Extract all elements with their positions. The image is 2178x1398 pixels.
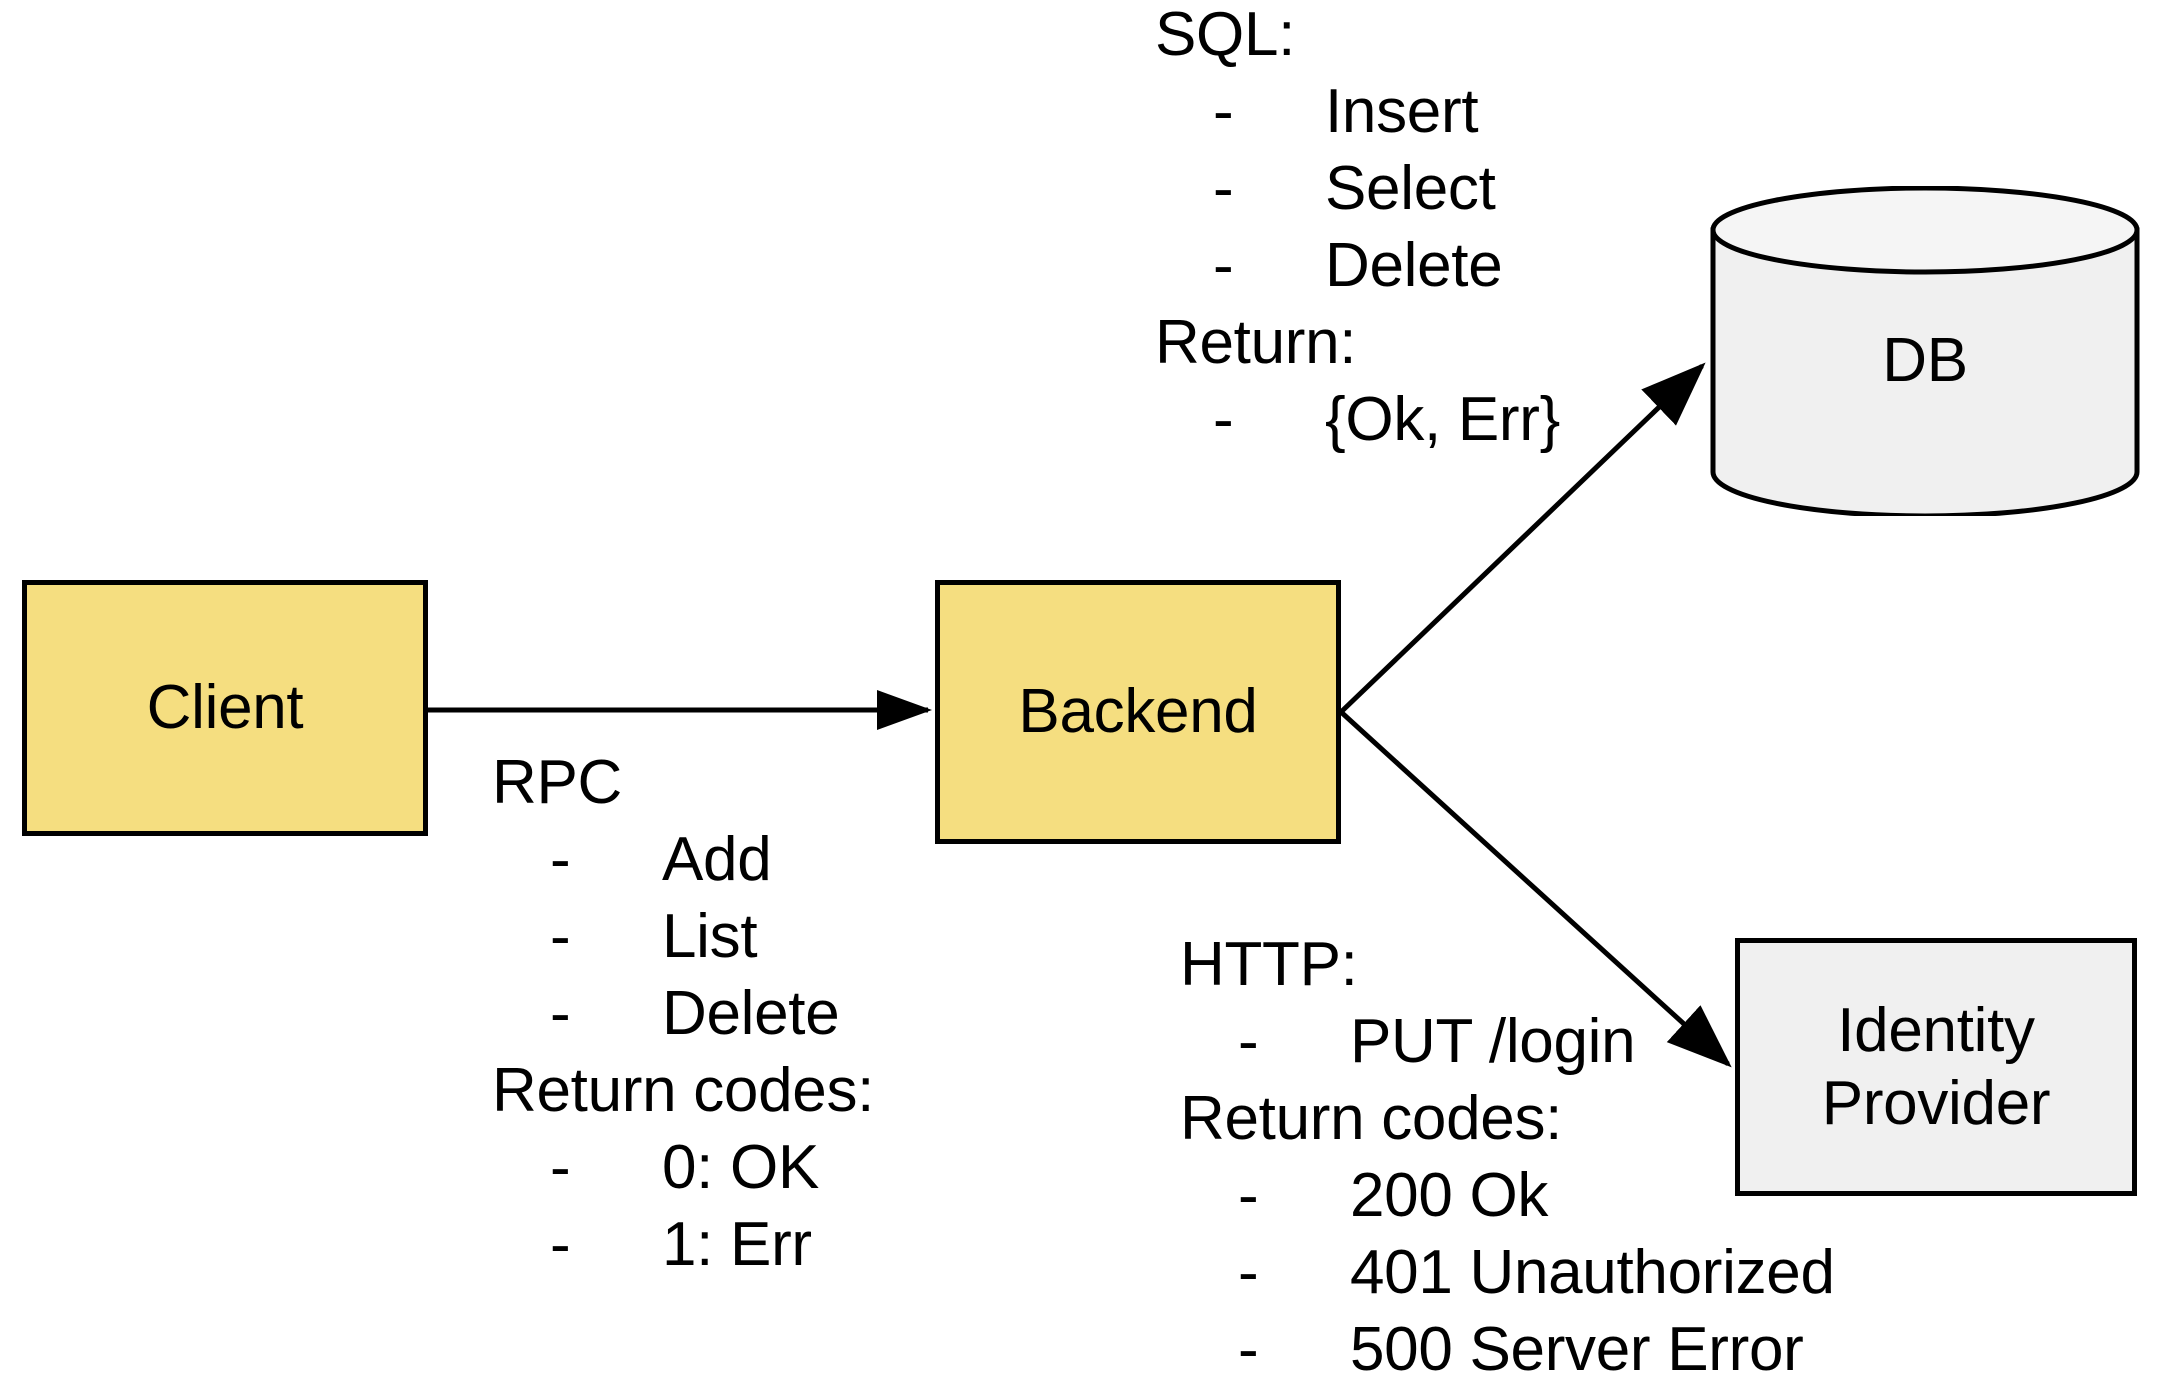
annotation-http-heading: HTTP: [1180, 930, 1358, 999]
node-backend[interactable]: Backend [935, 580, 1341, 844]
annotation-rpc: RPC - Add - List - Delete Return codes: … [492, 744, 874, 1283]
node-client-label: Client [146, 673, 304, 743]
annotation-http-subitem-label: 500 Server Error [1350, 1315, 1804, 1384]
annotation-sql-item: - Select [1155, 150, 1560, 227]
annotation-sql-subitem-label: {Ok, Err} [1325, 385, 1561, 454]
bullet-dash: - [1213, 231, 1234, 300]
bullet-dash: - [1238, 1161, 1259, 1230]
node-db-label-wrap: DB [1708, 186, 2142, 516]
bullet-dash: - [550, 902, 571, 971]
annotation-sql-subitem: - {Ok, Err} [1155, 381, 1560, 458]
annotation-rpc-item: - Delete [492, 975, 874, 1052]
bullet-dash: - [1213, 385, 1234, 454]
node-identity-provider-label: Identity Provider [1821, 994, 2051, 1140]
node-identity-provider[interactable]: Identity Provider [1735, 938, 2137, 1196]
bullet-dash: - [1213, 154, 1234, 223]
annotation-sql-item-label: Delete [1325, 231, 1503, 300]
node-idp-label-line1: Identity [1837, 995, 2035, 1065]
bullet-dash: - [550, 825, 571, 894]
annotation-http-subitem: - 200 Ok [1180, 1157, 1835, 1234]
bullet-dash: - [1238, 1238, 1259, 1307]
annotation-rpc-subitem-label: 1: Err [662, 1210, 812, 1279]
annotation-rpc-item-label: List [662, 902, 758, 971]
bullet-dash: - [1238, 1315, 1259, 1384]
annotation-sql-item: - Insert [1155, 73, 1560, 150]
bullet-dash: - [1238, 1007, 1259, 1076]
bullet-dash: - [550, 1133, 571, 1202]
annotation-rpc-heading: RPC [492, 748, 623, 817]
annotation-http-subitem: - 500 Server Error [1180, 1311, 1835, 1388]
annotation-rpc-item-label: Add [662, 825, 772, 894]
bullet-dash: - [550, 1210, 571, 1279]
bullet-dash: - [550, 979, 571, 1048]
node-backend-label: Backend [1018, 677, 1258, 747]
annotation-http-item: - PUT /login [1180, 1003, 1835, 1080]
node-idp-label-line2: Provider [1821, 1069, 2051, 1138]
annotation-http-subitem-label: 401 Unauthorized [1350, 1238, 1835, 1307]
annotation-rpc-item: - Add [492, 821, 874, 898]
annotation-rpc-subheading: Return codes: [492, 1056, 875, 1125]
annotation-sql-subheading: Return: [1155, 308, 1357, 377]
node-db[interactable]: DB [1708, 186, 2142, 516]
annotation-rpc-subitem: - 0: OK [492, 1129, 874, 1206]
annotation-rpc-item: - List [492, 898, 874, 975]
annotation-sql-item: - Delete [1155, 227, 1560, 304]
annotation-sql: SQL: - Insert - Select - Delete Return: … [1155, 0, 1560, 458]
annotation-rpc-subitem-label: 0: OK [662, 1133, 820, 1202]
annotation-http-subitem-label: 200 Ok [1350, 1161, 1549, 1230]
node-client[interactable]: Client [22, 580, 428, 836]
annotation-http: HTTP: - PUT /login Return codes: - 200 O… [1180, 926, 1835, 1388]
annotation-rpc-subitem: - 1: Err [492, 1206, 874, 1283]
annotation-http-subitem: - 401 Unauthorized [1180, 1234, 1835, 1311]
annotation-rpc-item-label: Delete [662, 979, 840, 1048]
annotation-http-subheading: Return codes: [1180, 1084, 1563, 1153]
node-db-label: DB [1882, 325, 1968, 395]
annotation-http-item-label: PUT /login [1350, 1007, 1636, 1076]
annotation-sql-item-label: Insert [1325, 77, 1479, 146]
bullet-dash: - [1213, 77, 1234, 146]
annotation-sql-item-label: Select [1325, 154, 1496, 223]
database-cylinder-icon [1710, 186, 2140, 516]
annotation-sql-heading: SQL: [1155, 0, 1296, 69]
